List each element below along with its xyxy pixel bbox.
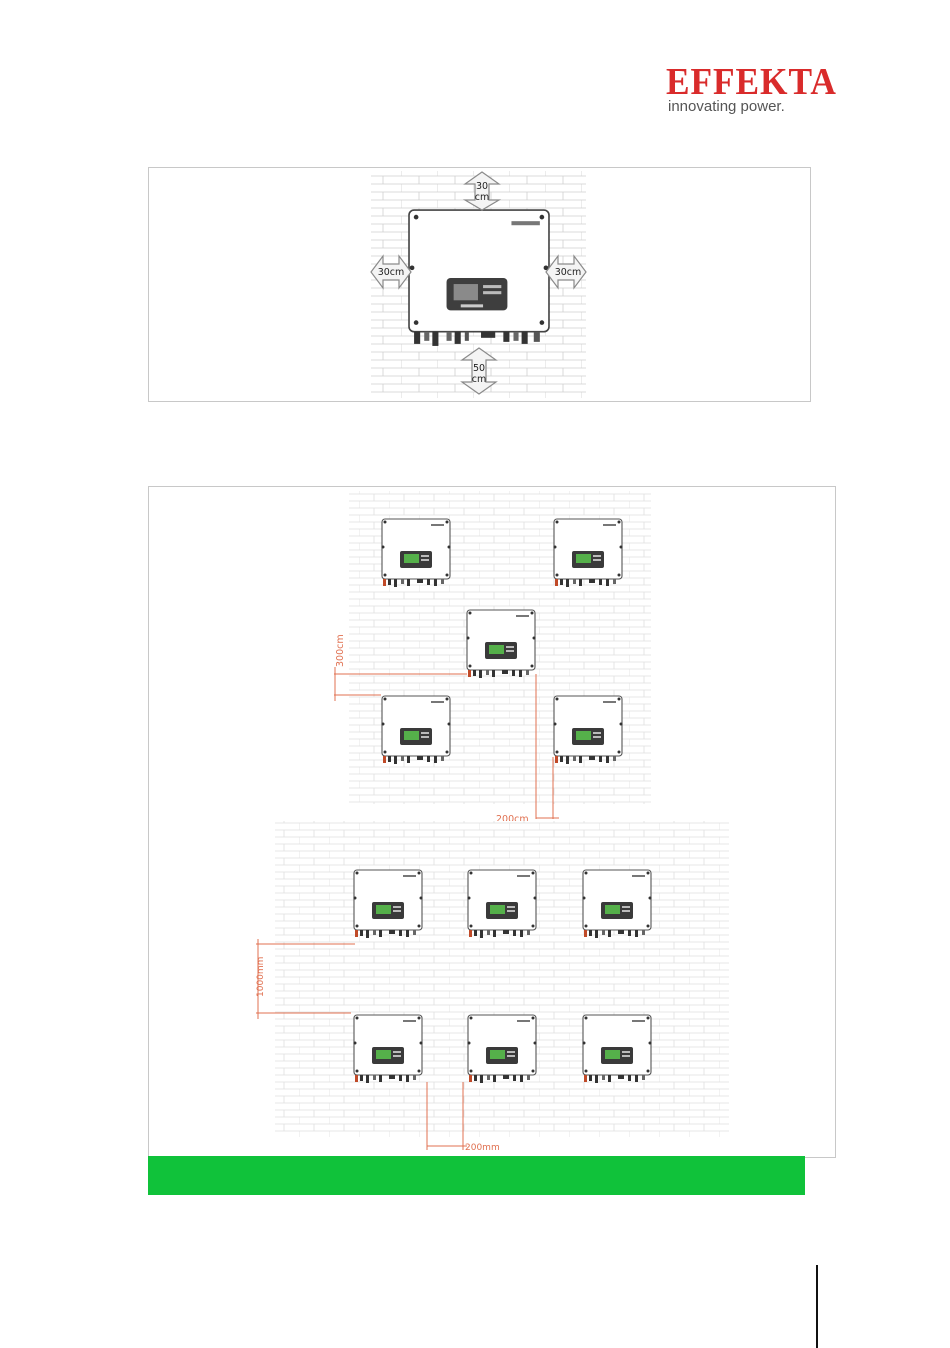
inverter [583,1015,652,1083]
right-clearance-label: 30cm [555,267,582,278]
top-clearance-unit: cm [475,192,489,203]
spacing-figure: 300cm 200cm 1000mm 200mm [148,486,836,1158]
spacing-diagram: 300cm 200cm 1000mm 200mm [149,487,835,1157]
lower-horizontal-label: 200mm [465,1143,500,1153]
lower-brick-wall [275,821,729,1137]
inverter [583,870,652,938]
bottom-clearance-unit: cm [472,374,486,385]
inverter [554,519,623,587]
bottom-clearance-value: 50 [473,363,485,374]
effekta-logo: EFFEKTA innovating power. [666,62,836,122]
left-clearance-label: 30cm [378,267,405,278]
clearance-diagram: 30 cm 30cm 30cm 50 cm [149,168,810,401]
inverter [354,1015,423,1083]
inverter [382,519,451,587]
green-footer-bar [148,1156,805,1195]
inverter [468,870,537,938]
clearance-figure: 30 cm 30cm 30cm 50 cm [148,167,811,402]
inverter [467,610,536,678]
inverter [354,870,423,938]
inverter [409,210,549,346]
upper-vertical-label: 300cm [335,634,346,667]
logo-text: EFFEKTA [666,62,824,102]
top-clearance-value: 30 [476,181,488,192]
page-marker-line [816,1265,818,1348]
lower-vertical-label: 1000mm [256,957,266,997]
inverter [382,696,451,764]
inverter [468,1015,537,1083]
inverter [554,696,623,764]
